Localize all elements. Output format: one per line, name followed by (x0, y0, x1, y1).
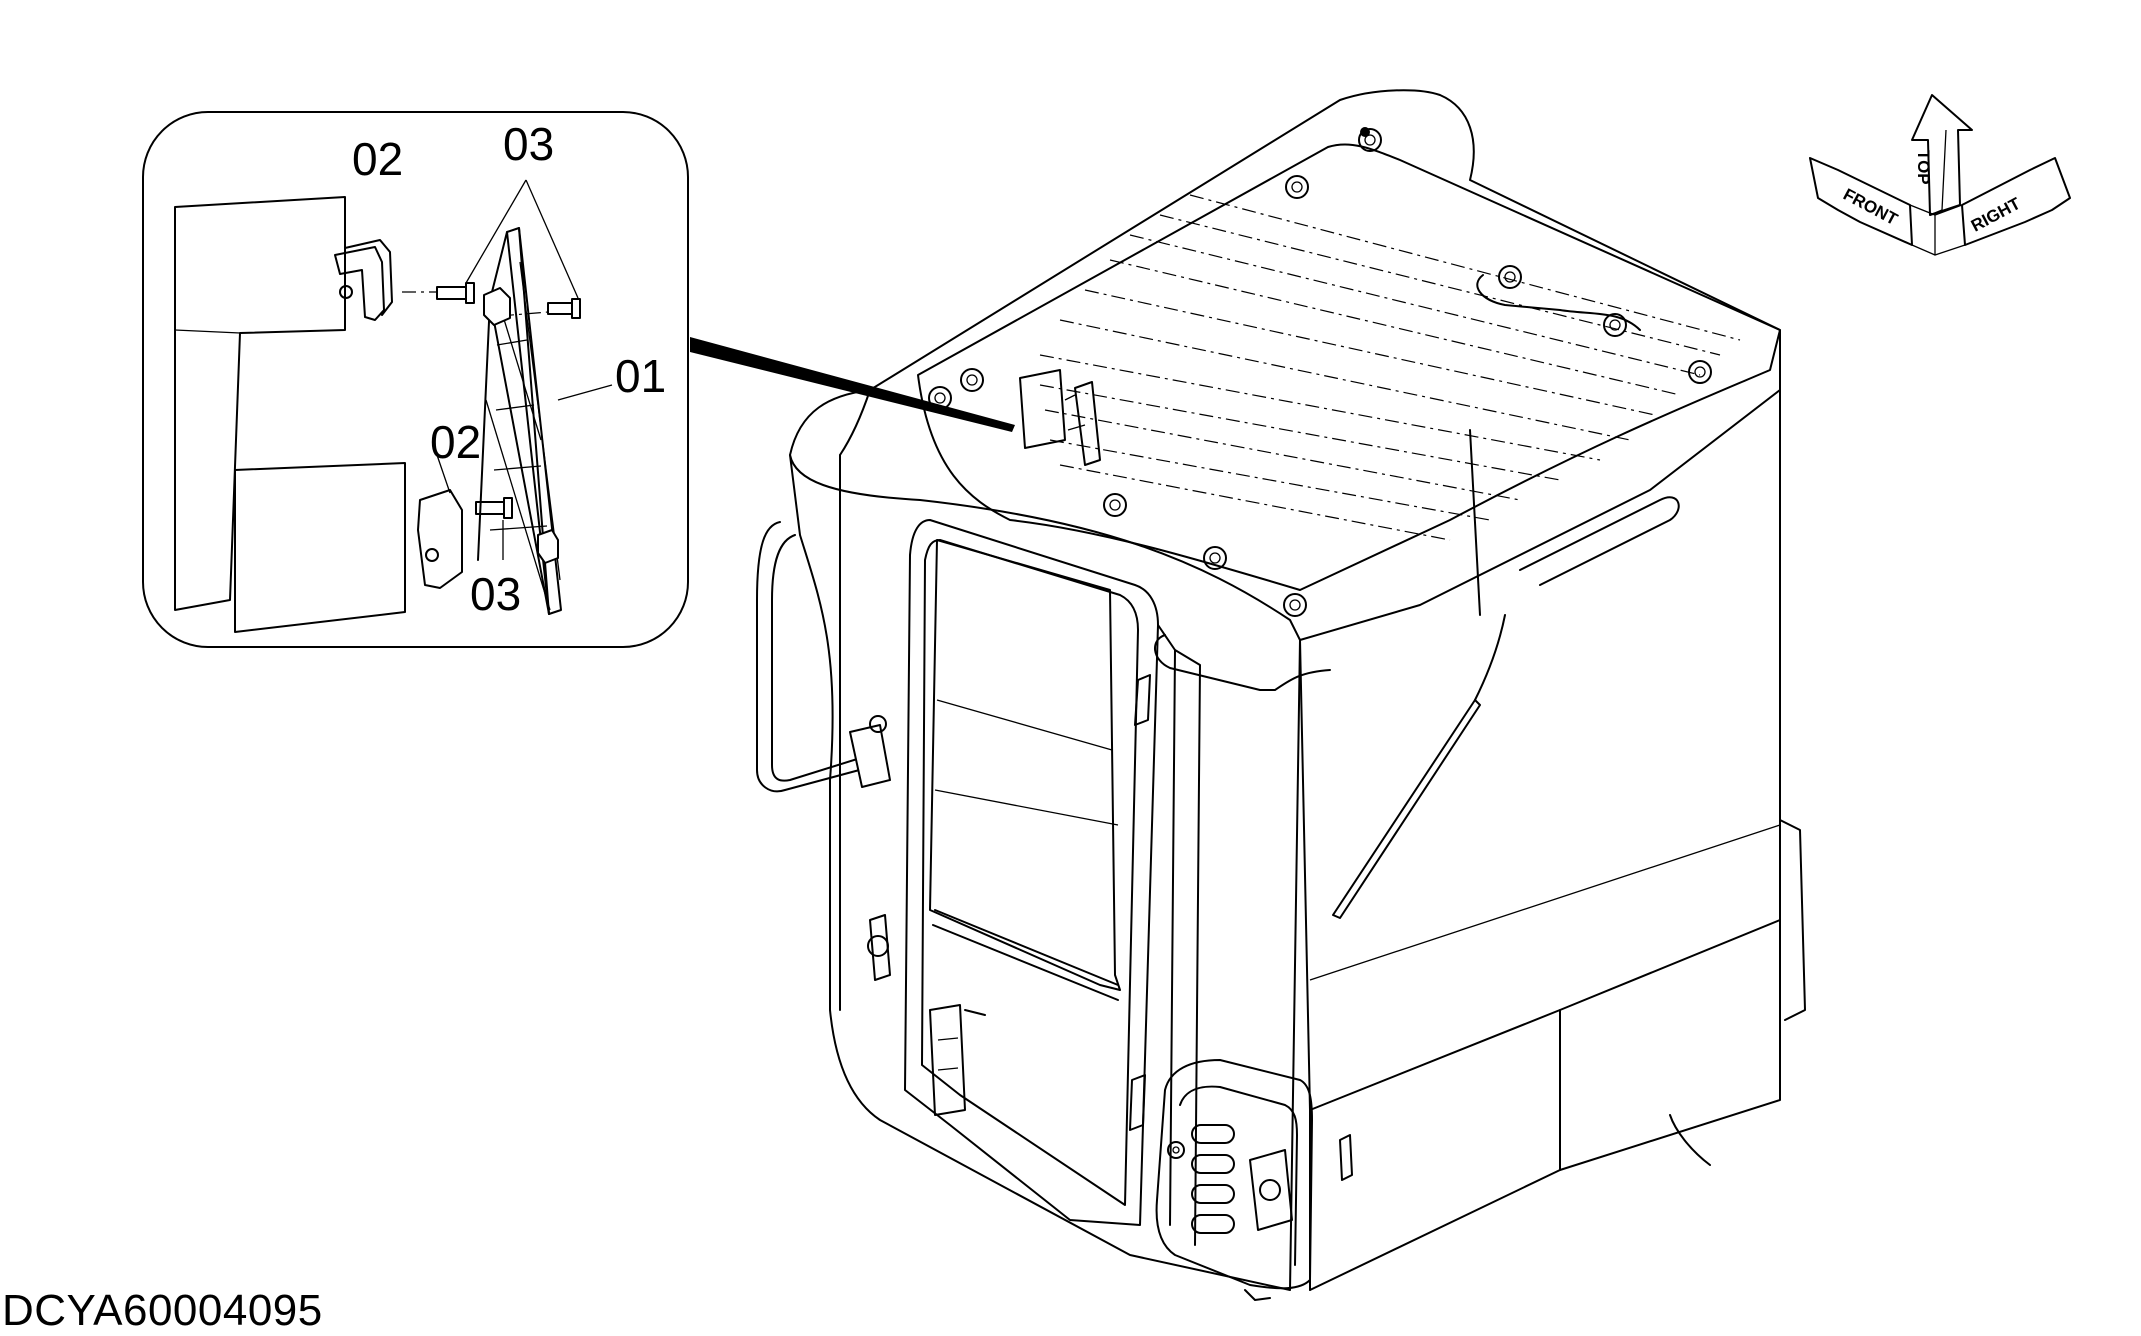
detail-inset: 02 03 01 02 03 (142, 111, 689, 648)
callout-03-upper: 03 (503, 118, 554, 170)
cab-assembly (756, 89, 1806, 1301)
detail-leader (690, 337, 1015, 432)
callout-01: 01 (615, 350, 666, 402)
callout-02-lower: 02 (430, 416, 481, 468)
document-code: DCYA60004095 (2, 1286, 323, 1335)
orientation-arrows-icon: TOP FRONT RIGHT (1809, 94, 2071, 256)
console-vents (1191, 1124, 1235, 1234)
callout-02-upper: 02 (352, 133, 403, 185)
roof-bolts (928, 127, 1712, 617)
callout-03-lower: 03 (470, 568, 521, 620)
orientation-top-label: TOP (1914, 150, 1933, 185)
